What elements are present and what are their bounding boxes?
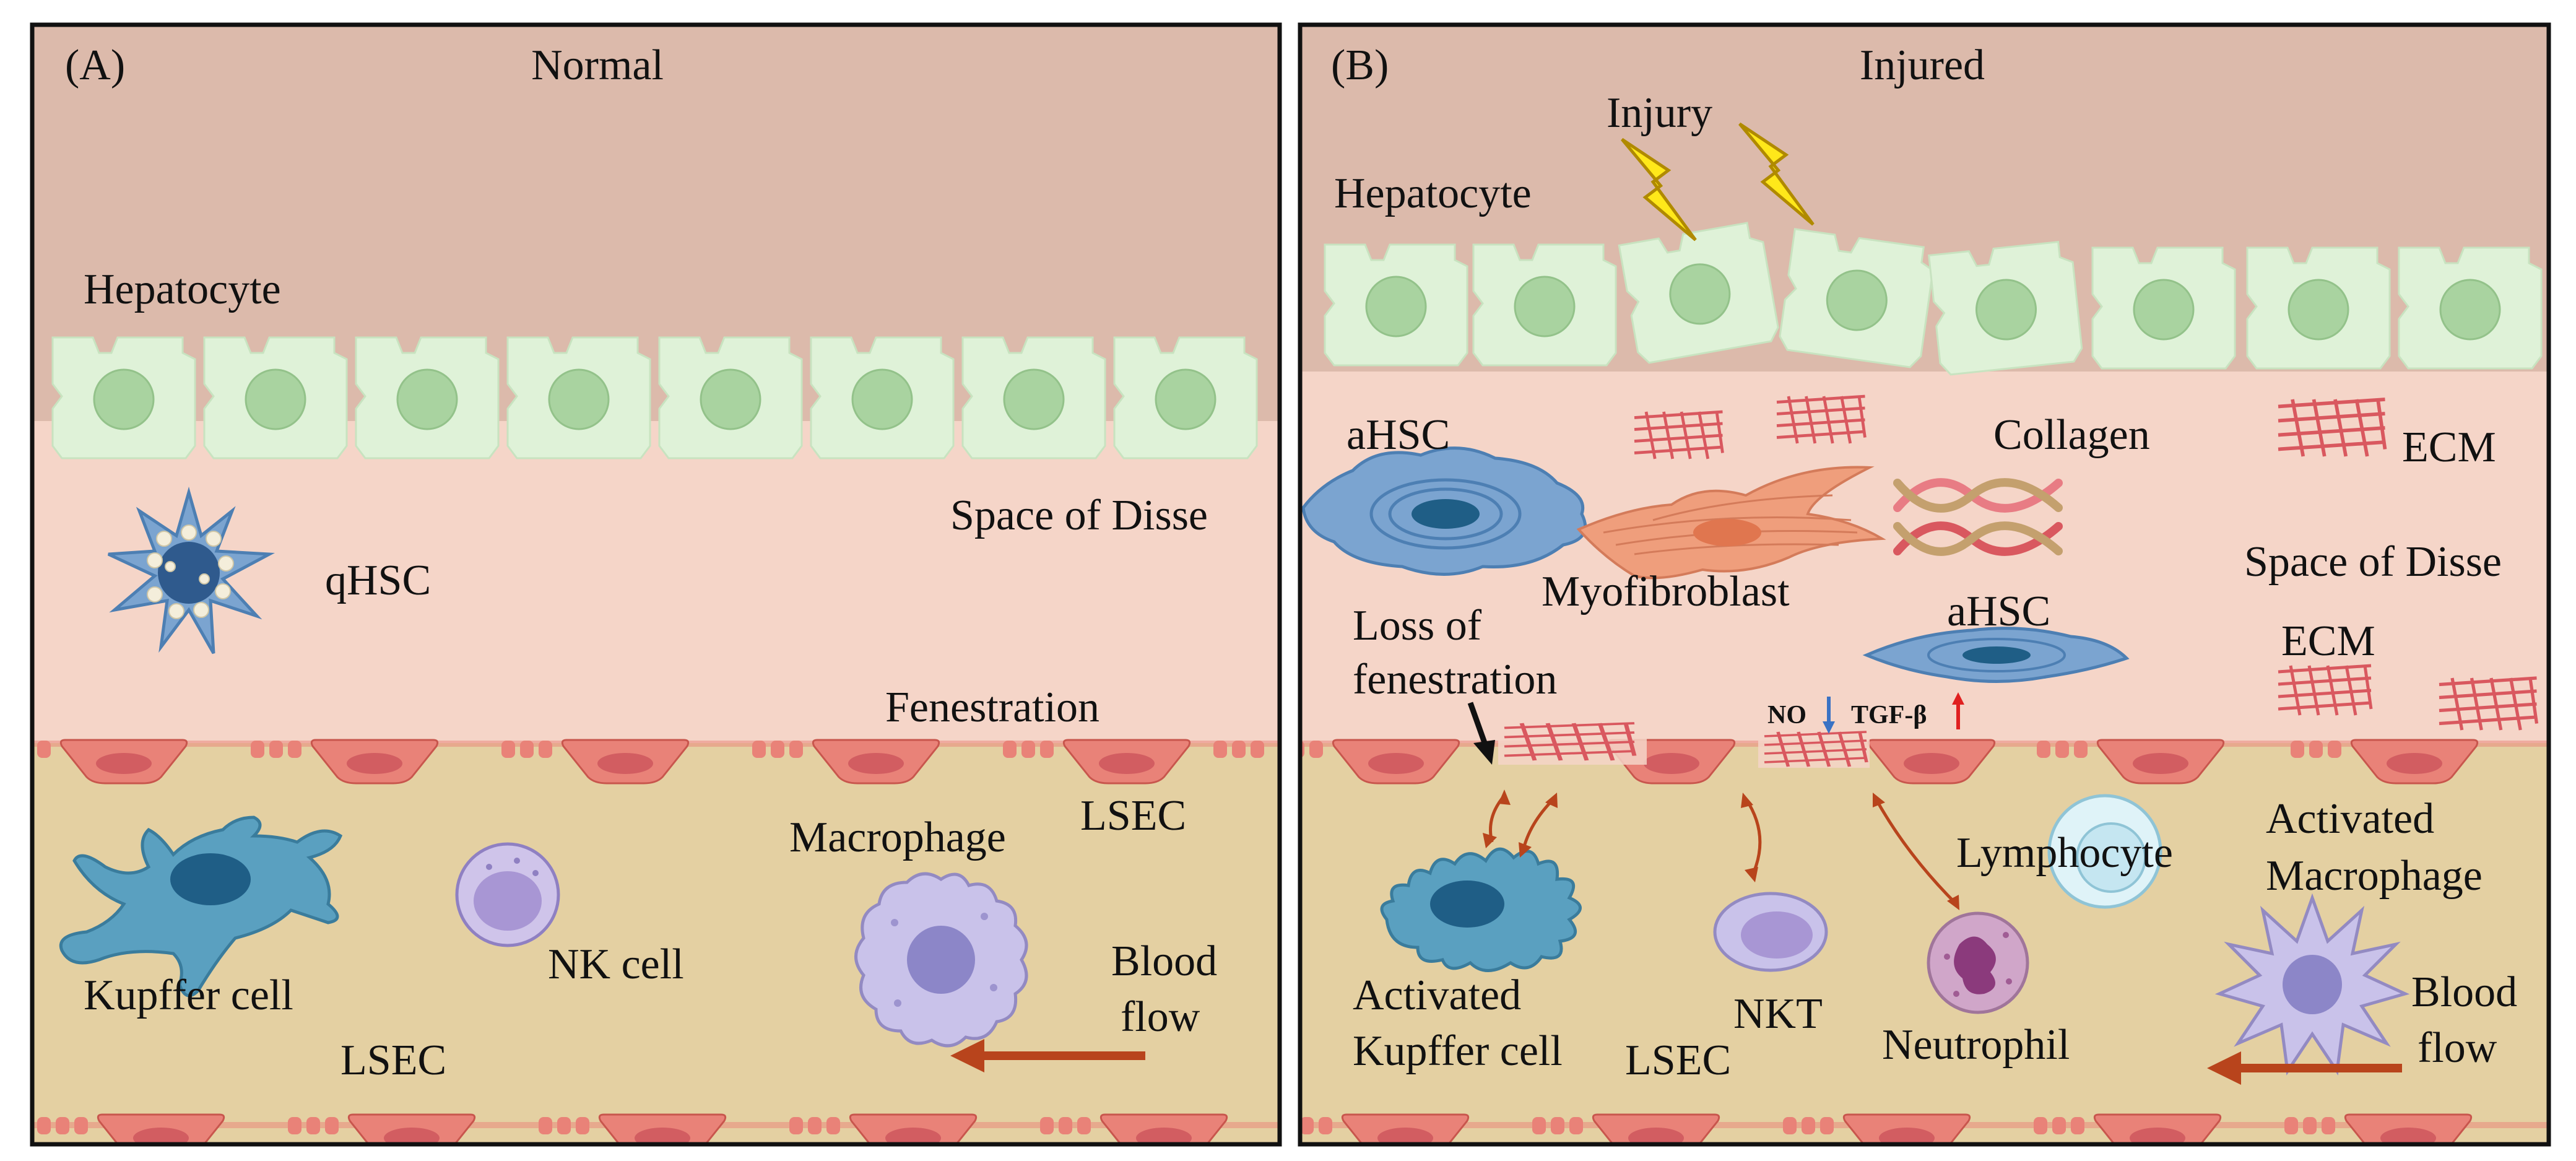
label-neutrophil: Neutrophil — [1882, 1021, 2070, 1069]
lsec-line-top-a — [32, 739, 1280, 785]
label-fenestration-b: fenestration — [1353, 656, 1557, 703]
lsec-line-bottom-b — [1300, 1113, 2549, 1144]
label-ahsc-left: aHSC — [1347, 411, 1450, 459]
label-ahsc-mid: aHSC — [1947, 588, 2050, 635]
label-ecm-mid: ECM — [2281, 617, 2375, 665]
ahsc-cell-mid — [1862, 627, 2130, 683]
panel-a-letter: (A) — [65, 41, 125, 89]
blood-zone-a — [32, 743, 1280, 1144]
label-hepatocyte-b: Hepatocyte — [1334, 170, 1532, 217]
label-activated-macrophage-2: Macrophage — [2266, 852, 2483, 900]
nk-cell — [455, 842, 560, 947]
ahsc-cell-left — [1301, 446, 1587, 576]
loss-fenestration-arrow — [1467, 702, 1495, 765]
label-no: NO — [1767, 701, 1806, 729]
label-lsec-b: LSEC — [1625, 1037, 1731, 1084]
label-space-of-disse-a: Space of Disse — [950, 492, 1208, 539]
panel-b-frame — [1298, 22, 2551, 1147]
label-injury: Injury — [1607, 89, 1712, 137]
lymphocyte-cell — [2047, 794, 2162, 909]
label-ecm-top: ECM — [2402, 424, 2496, 471]
panel-a-frame — [30, 22, 1282, 1147]
label-fenestration: Fenestration — [885, 684, 1099, 731]
label-blood-flow-b-2: flow — [2418, 1024, 2497, 1072]
label-lsec-bottom-a: LSEC — [340, 1037, 446, 1084]
blood-flow-arrow-a — [950, 1039, 1145, 1072]
label-activated-kupffer-2: Kupffer cell — [1353, 1027, 1563, 1075]
panel-a-title: Normal — [531, 41, 664, 89]
label-collagen: Collagen — [1993, 411, 2150, 459]
label-blood-flow-a-1: Blood — [1111, 937, 1217, 985]
panel-b-letter: (B) — [1331, 41, 1389, 89]
nkt-cell — [1713, 892, 1828, 972]
panel-a — [32, 25, 1280, 1144]
label-activated-kupffer-1: Activated — [1353, 972, 1521, 1019]
myofibroblast-cell — [1576, 466, 1886, 580]
activated-kupffer-cell — [1380, 847, 1582, 972]
collagen-fibers — [1893, 478, 2063, 556]
no-down-arrow — [1823, 697, 1835, 734]
activated-macrophage-cell — [2214, 893, 2410, 1076]
label-tgf-beta: TGF-β — [1851, 701, 1927, 729]
lsec-line-top-b — [1300, 721, 2549, 785]
label-lsec-top-a: LSEC — [1080, 792, 1186, 840]
label-qhsc: qHSC — [325, 557, 431, 604]
label-activated-macrophage-1: Activated — [2266, 795, 2434, 843]
label-lymphocyte: Lymphocyte — [1956, 829, 2173, 877]
label-nk-cell: NK cell — [548, 941, 684, 988]
label-loss-of: Loss of — [1353, 602, 1482, 650]
label-nkt: NKT — [1733, 990, 1823, 1038]
label-macrophage: Macrophage — [789, 814, 1006, 861]
interaction-arrowheads — [1483, 789, 1959, 910]
blood-flow-arrow-b — [2207, 1051, 2402, 1085]
label-myofibroblast: Myofibroblast — [1542, 568, 1790, 615]
lsec-line-bottom-a — [32, 1113, 1280, 1144]
label-space-of-disse-b: Space of Disse — [2244, 538, 2502, 586]
neutrophil-cell — [1927, 911, 2029, 1014]
disse-space-a — [32, 421, 1280, 743]
label-blood-flow-a-2: flow — [1121, 993, 1200, 1041]
kupffer-cell — [59, 815, 343, 998]
qhsc-cell — [107, 486, 275, 654]
label-hepatocyte-a: Hepatocyte — [84, 266, 281, 313]
macrophage — [854, 872, 1028, 1048]
panel-b-title: Injured — [1860, 41, 1985, 89]
label-kupffer-cell: Kupffer cell — [84, 972, 293, 1019]
tgf-up-arrow — [1952, 692, 1964, 729]
label-blood-flow-b-1: Blood — [2411, 968, 2517, 1016]
panel-b — [1300, 25, 2549, 1144]
